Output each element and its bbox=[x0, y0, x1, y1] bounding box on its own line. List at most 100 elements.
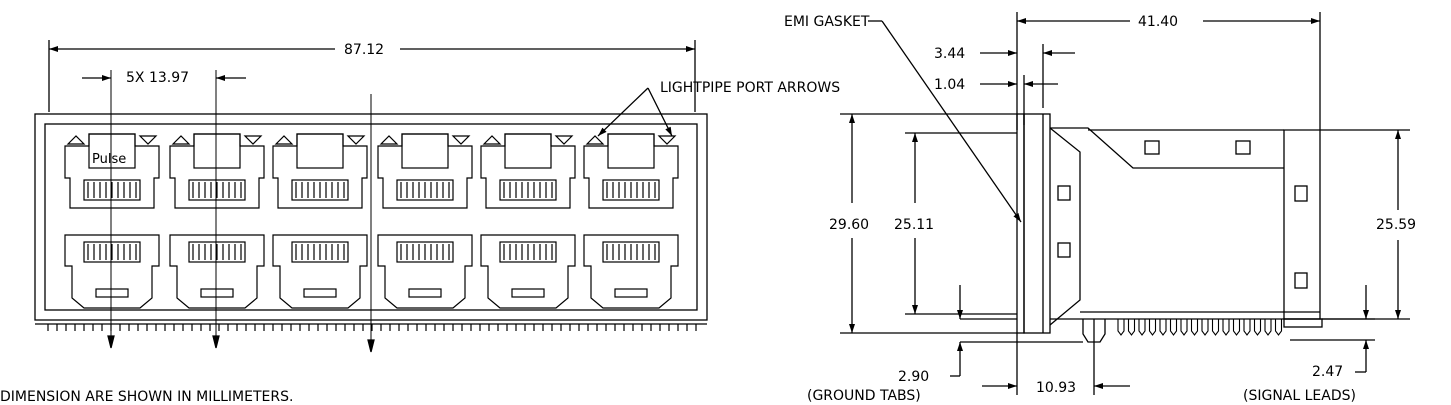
port-top-latch bbox=[88, 133, 136, 169]
port-bottom-outline bbox=[377, 234, 473, 309]
port-bottom-latch-slot bbox=[303, 288, 337, 298]
port-top-latch bbox=[504, 133, 552, 169]
port-bottom-contacts bbox=[396, 241, 454, 263]
centerline-tip-3 bbox=[367, 339, 375, 353]
port-bottom-latch-slot bbox=[200, 288, 234, 298]
lightpipe-left-arrow-icon bbox=[171, 135, 191, 145]
shield-window-1 bbox=[1057, 185, 1071, 201]
port-bottom-4 bbox=[377, 234, 473, 309]
signal-lead bbox=[1211, 319, 1220, 336]
port-top-2 bbox=[169, 133, 265, 209]
port-bottom-latch-slot bbox=[408, 288, 442, 298]
port-top-latch bbox=[296, 133, 344, 169]
rj45-port-grid bbox=[64, 133, 679, 309]
depth-label: 41.40 bbox=[1138, 14, 1178, 30]
signal-lead bbox=[1117, 319, 1125, 336]
port-top-3 bbox=[272, 133, 368, 209]
signal-lead bbox=[1138, 319, 1146, 336]
port-top-contacts bbox=[188, 179, 246, 201]
lightpipe-left-arrow-icon bbox=[274, 135, 294, 145]
lightpipe-left-arrow-icon bbox=[482, 135, 502, 145]
brand-logo-text: Pulse bbox=[92, 152, 126, 167]
shield-window-6 bbox=[1294, 272, 1308, 289]
lightpipe-right-arrow-icon bbox=[138, 135, 158, 145]
lightpipe-right-arrow-icon bbox=[657, 135, 677, 145]
side-rear-foot bbox=[1283, 318, 1323, 328]
lightpipe-leader-2 bbox=[647, 87, 673, 137]
signal-leads bbox=[1117, 319, 1283, 336]
port-bottom-contacts bbox=[83, 241, 141, 263]
port-height-label: 25.11 bbox=[894, 217, 934, 233]
signal-lead bbox=[1159, 319, 1167, 336]
port-bottom-outline bbox=[583, 234, 679, 309]
port-bottom-outline bbox=[480, 234, 576, 309]
lightpipe-right-arrow-icon bbox=[243, 135, 263, 145]
lightpipe-right-arrow-icon bbox=[451, 135, 471, 145]
port-top-contacts bbox=[83, 179, 141, 201]
lightpipe-left-arrow-icon bbox=[379, 135, 399, 145]
front-plate bbox=[1016, 113, 1025, 334]
shield-window-4 bbox=[1235, 140, 1251, 155]
port-top-1 bbox=[64, 133, 160, 209]
shield-window-3 bbox=[1144, 140, 1160, 155]
signal-lead bbox=[1243, 319, 1251, 336]
overall-width-label: 87.12 bbox=[344, 42, 384, 58]
port-bottom-latch-slot bbox=[95, 288, 129, 298]
emi-gasket-label: EMI GASKET bbox=[784, 14, 870, 30]
signal-lead bbox=[1253, 319, 1262, 336]
lightpipe-left-arrow-icon bbox=[585, 135, 605, 145]
port-bottom-6 bbox=[583, 234, 679, 309]
shield-window-2 bbox=[1057, 242, 1071, 258]
emi-gasket bbox=[1023, 113, 1051, 334]
port-bottom-latch-slot bbox=[614, 288, 648, 298]
emi-leader bbox=[881, 20, 1022, 223]
lightpipe-left-arrow-icon bbox=[66, 135, 86, 145]
right-height-label: 25.59 bbox=[1376, 217, 1416, 233]
side-body-outline bbox=[1049, 127, 1081, 326]
shield-window-5 bbox=[1294, 185, 1308, 202]
port-top-contacts bbox=[499, 179, 557, 201]
port-bottom-contacts bbox=[291, 241, 349, 263]
port-bottom-contacts bbox=[602, 241, 660, 263]
signal-lead bbox=[1222, 319, 1230, 336]
port-bottom-1 bbox=[64, 234, 160, 309]
ground-tab-dim-label: 2.90 bbox=[898, 369, 929, 385]
side-view bbox=[840, 12, 1410, 395]
port-bottom-contacts bbox=[188, 241, 246, 263]
port-bottom-contacts bbox=[499, 241, 557, 263]
signal-lead bbox=[1201, 319, 1209, 336]
port-top-5 bbox=[480, 133, 576, 209]
lightpipe-right-arrow-icon bbox=[346, 135, 366, 145]
port-bottom-2 bbox=[169, 234, 265, 309]
side-top-shield bbox=[1050, 127, 1321, 320]
signal-leads-label: (SIGNAL LEADS) bbox=[1243, 388, 1356, 404]
port-top-latch bbox=[607, 133, 655, 169]
height-label: 29.60 bbox=[829, 217, 869, 233]
port-bottom-outline bbox=[169, 234, 265, 309]
signal-lead bbox=[1190, 319, 1199, 336]
ground-tab-label: (GROUND TABS) bbox=[807, 388, 921, 404]
signal-lead bbox=[1264, 319, 1272, 336]
signal-dim-label: 2.47 bbox=[1312, 364, 1343, 380]
signal-lead bbox=[1148, 319, 1157, 336]
pin-row bbox=[47, 324, 697, 331]
port-bottom-outline bbox=[272, 234, 368, 309]
port-top-contacts bbox=[291, 179, 349, 201]
port-bottom-outline bbox=[64, 234, 160, 309]
port-bottom-3 bbox=[272, 234, 368, 309]
lightpipe-leader-1 bbox=[597, 87, 649, 137]
pitch-label: 5X 13.97 bbox=[126, 70, 189, 86]
signal-lead bbox=[1274, 319, 1283, 336]
lightpipe-label: LIGHTPIPE PORT ARROWS bbox=[660, 80, 840, 96]
port-bottom-5 bbox=[480, 234, 576, 309]
leads-offset-label: 10.93 bbox=[1036, 380, 1076, 396]
centerline-tip-1 bbox=[107, 335, 115, 349]
signal-lead bbox=[1169, 319, 1178, 336]
dim-104-label: 1.04 bbox=[934, 77, 965, 93]
centerline-tip-2 bbox=[212, 335, 220, 349]
port-top-contacts bbox=[602, 179, 660, 201]
units-note: DIMENSION ARE SHOWN IN MILLIMETERS. bbox=[0, 389, 293, 405]
port-top-latch bbox=[401, 133, 449, 169]
lightpipe-right-arrow-icon bbox=[554, 135, 574, 145]
